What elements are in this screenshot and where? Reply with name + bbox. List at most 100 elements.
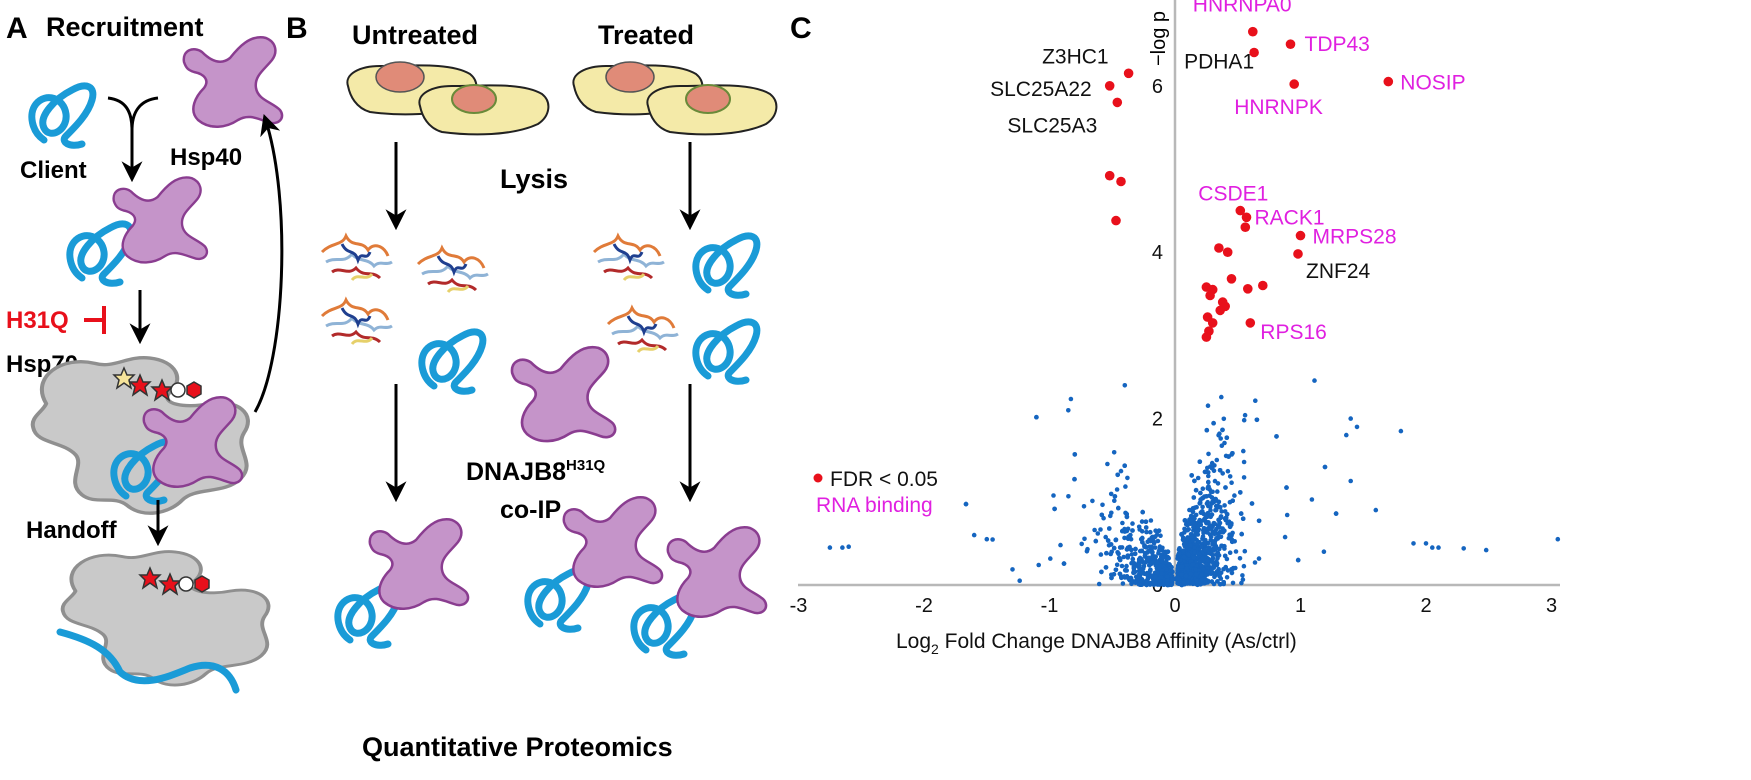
background-point bbox=[1153, 528, 1158, 533]
background-point bbox=[1205, 558, 1211, 563]
background-point bbox=[1048, 556, 1053, 561]
x-axis-label-log: Log bbox=[896, 630, 931, 653]
treated-label: Treated bbox=[598, 20, 694, 50]
background-point bbox=[1122, 463, 1127, 469]
untreated-client bbox=[422, 332, 483, 391]
background-point bbox=[1240, 516, 1246, 521]
gene-label: Z3HC1 bbox=[1042, 45, 1109, 68]
background-point bbox=[963, 501, 969, 507]
background-point bbox=[1241, 475, 1247, 480]
background-point bbox=[1114, 487, 1120, 492]
recruitment-title: Recruitment bbox=[46, 12, 204, 42]
background-point bbox=[1130, 521, 1135, 526]
background-point bbox=[1117, 571, 1123, 577]
background-point bbox=[1090, 498, 1095, 504]
background-point bbox=[1177, 546, 1182, 551]
background-point bbox=[1204, 501, 1210, 506]
background-point bbox=[1140, 535, 1145, 541]
background-point bbox=[1180, 537, 1186, 543]
background-point bbox=[1152, 574, 1158, 579]
background-point bbox=[1239, 580, 1244, 586]
significant-point bbox=[1248, 26, 1258, 37]
coip-label: co-IP bbox=[500, 496, 561, 524]
background-point bbox=[1150, 560, 1156, 565]
significant-point bbox=[1205, 290, 1215, 301]
background-point bbox=[1148, 567, 1153, 573]
significant-point bbox=[1240, 222, 1251, 232]
panel-b-letter: B bbox=[286, 12, 308, 45]
x-tick-label: -2 bbox=[915, 595, 933, 617]
background-point bbox=[1130, 528, 1135, 533]
background-point bbox=[1284, 512, 1290, 518]
background-point bbox=[1241, 417, 1247, 423]
background-point bbox=[1229, 480, 1234, 486]
background-point bbox=[1229, 570, 1235, 576]
background-point bbox=[1227, 474, 1233, 479]
background-point bbox=[1284, 485, 1289, 490]
background-point bbox=[1186, 520, 1191, 525]
background-point bbox=[1204, 427, 1210, 433]
background-point bbox=[1217, 571, 1222, 577]
background-point bbox=[1113, 537, 1119, 543]
background-point bbox=[1146, 558, 1151, 563]
background-point bbox=[1143, 525, 1149, 530]
background-point bbox=[1124, 563, 1129, 569]
background-point bbox=[1194, 504, 1199, 510]
significant-point bbox=[1111, 215, 1121, 226]
background-point bbox=[1253, 398, 1258, 404]
background-point bbox=[1201, 528, 1206, 533]
background-point bbox=[1225, 468, 1231, 474]
background-point bbox=[1197, 517, 1202, 523]
background-point bbox=[1105, 461, 1110, 467]
background-point bbox=[1223, 515, 1229, 521]
background-point bbox=[1483, 547, 1489, 553]
background-point bbox=[1295, 557, 1301, 563]
hsp40-label: Hsp40 bbox=[170, 144, 242, 171]
background-point bbox=[1215, 550, 1221, 555]
significant-point bbox=[1207, 318, 1218, 328]
legend-rna-label: RNA binding bbox=[816, 494, 933, 517]
background-point bbox=[1215, 489, 1220, 494]
background-point bbox=[1079, 541, 1084, 547]
background-point bbox=[1209, 495, 1215, 500]
background-point bbox=[1217, 468, 1223, 473]
background-point bbox=[1130, 556, 1136, 562]
background-point bbox=[1238, 490, 1243, 495]
background-point bbox=[1167, 562, 1172, 567]
background-point bbox=[1139, 519, 1145, 524]
handoff-label: Handoff bbox=[26, 517, 118, 544]
significant-point bbox=[1116, 176, 1126, 187]
background-point bbox=[1215, 579, 1220, 584]
background-point bbox=[1200, 496, 1205, 501]
background-point bbox=[1166, 556, 1171, 561]
client-protein bbox=[32, 86, 93, 145]
background-point bbox=[1119, 563, 1125, 569]
significant-point bbox=[1201, 332, 1212, 342]
background-point bbox=[1148, 529, 1153, 535]
background-point bbox=[1344, 432, 1349, 438]
background-point bbox=[1125, 536, 1131, 541]
background-point bbox=[1555, 536, 1561, 542]
untreated-ip-complex bbox=[338, 518, 470, 645]
background-point bbox=[1092, 527, 1097, 533]
background-point bbox=[1186, 552, 1191, 558]
background-point bbox=[1058, 542, 1063, 548]
background-point bbox=[1230, 451, 1235, 456]
background-point bbox=[1188, 571, 1194, 577]
background-point bbox=[1165, 582, 1170, 588]
background-point bbox=[1137, 527, 1142, 532]
background-point bbox=[1098, 527, 1103, 532]
background-point bbox=[1187, 543, 1193, 548]
background-point bbox=[1190, 581, 1196, 587]
background-point bbox=[1066, 408, 1071, 413]
legend-marker bbox=[813, 473, 823, 483]
background-point bbox=[1241, 459, 1247, 465]
background-point bbox=[1237, 556, 1243, 561]
background-point bbox=[1010, 567, 1015, 572]
background-point bbox=[1129, 552, 1135, 557]
background-point bbox=[1155, 570, 1160, 576]
background-point bbox=[1224, 575, 1230, 580]
significant-point bbox=[1241, 212, 1252, 223]
legend-fdr-label: FDR < 0.05 bbox=[830, 468, 938, 491]
